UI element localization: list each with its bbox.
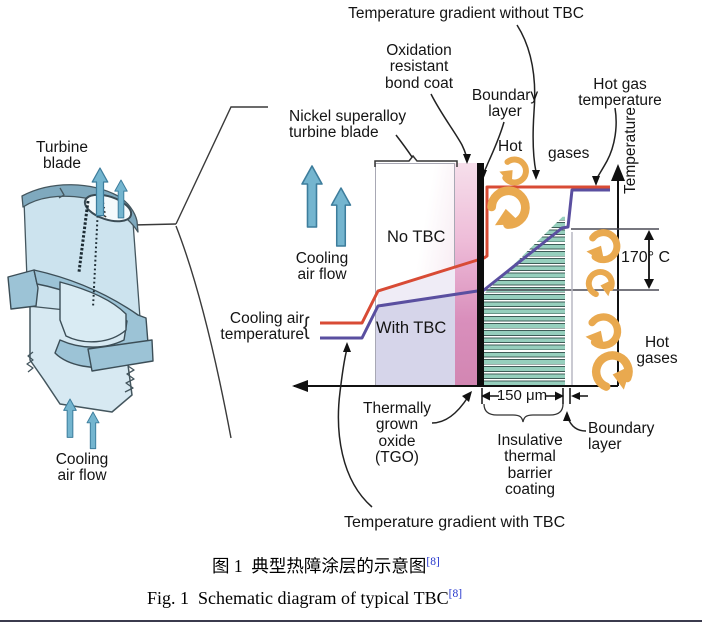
label-170c: 170° C [621,249,671,266]
label-150um: 150 μm [496,387,548,404]
caption-chinese-text: 图 1 典型热障涂层的示意图 [212,556,427,576]
label-oxidation-bond-coat: Oxidation resistant bond coat [384,42,454,92]
label-no-tbc: No TBC [387,228,446,246]
label-gases-word: gases [548,145,590,162]
expansion-lines [132,106,268,439]
wall-top-bracket [374,154,458,167]
leader-arrowheads [343,154,600,421]
caption-chinese-ref: [8] [426,556,440,569]
turbine-blade-illustration [7,167,154,450]
bond-coat-layer [455,163,477,386]
label-boundary-layer-bottom: Boundary layer [588,420,655,454]
label-insulative-tbc: Insulative thermal barrier coating [497,432,563,499]
label-hot-gases-right: Hot gases [636,334,678,368]
label-nickel-superalloy: Nickel superalloy turbine blade [289,108,407,142]
gradient-line-without-tbc [320,185,610,325]
label-temp-gradient-with-tbc: Temperature gradient with TBC [344,514,566,531]
dimension-150um [481,388,588,404]
label-hot-gas-temperature: Hot gas temperature [578,76,662,110]
label-temperature-axis: Temperature [622,107,639,195]
cooling-air-arrows-schematic [301,165,352,247]
caption-chinese: 图 1 典型热障涂层的示意图[8] [212,553,440,578]
label-cooling-air-flow-schematic: Cooling air flow [295,250,349,284]
label-hot-word: Hot [498,138,523,155]
caption-english: Fig. 1 Schematic diagram of typical TBC[… [147,588,462,609]
caption-english-ref: [8] [448,588,463,600]
caption-english-text: Fig. 1 Schematic diagram of typical TBC [147,588,449,608]
label-turbine-blade: Turbine blade [36,139,88,173]
brace-glyph: { [303,313,310,341]
page-rule [0,620,702,622]
label-temp-gradient-without-tbc: Temperature gradient without TBC [348,5,584,22]
axes [292,164,625,392]
label-cooling-air-flow-bottom: Cooling air flow [55,451,109,485]
label-with-tbc: With TBC [376,319,447,337]
label-tgo: Thermally grown oxide (TGO) [362,400,432,467]
coating-underbrace [483,403,564,423]
gradient-line-with-tbc [320,188,610,340]
tgo-layer [477,163,484,387]
label-cooling-air-temperature: Cooling air temperature [220,310,304,344]
label-boundary-layer-top: Boundary layer [471,87,539,121]
